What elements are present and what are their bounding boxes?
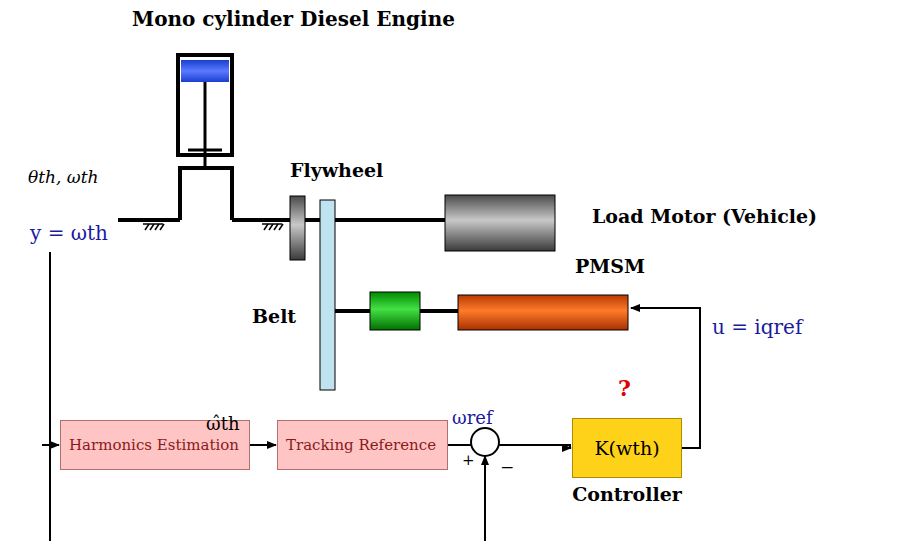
text-label: − [500, 458, 514, 478]
text-label: PMSM [575, 256, 645, 278]
diagram-title: Mono cylinder Diesel Engine [132, 8, 455, 31]
text-label: Flywheel [290, 160, 383, 182]
signal-arrow [448, 445, 571, 448]
load-motor [445, 195, 555, 251]
text-label: Belt [252, 306, 296, 328]
engine-cylinder [178, 55, 232, 155]
controller-box: K(wth)Controller [572, 418, 682, 478]
signal-label: ωref [452, 408, 493, 429]
text-label: θth, ωth [28, 168, 98, 188]
box-text: K(wth) [581, 437, 673, 460]
crankshaft [118, 150, 445, 220]
coupling [370, 292, 420, 330]
text-label: y = ωth [30, 222, 108, 245]
text-label: u = iqref [712, 316, 802, 339]
signal-arrow [250, 444, 276, 446]
belt [320, 200, 335, 390]
bearing [143, 224, 283, 230]
signal-label: ω̂th [206, 414, 240, 435]
text-label: ? [618, 376, 631, 401]
text-label: Load Motor (Vehicle) [592, 206, 817, 228]
process-box: Tracking Reference [277, 420, 448, 470]
box-heading: Controller [572, 483, 682, 506]
box-text: Harmonics Estimation [69, 436, 241, 454]
signal-wire [42, 252, 700, 541]
flywheel [290, 196, 305, 260]
pmsm-motor [458, 295, 628, 330]
summing-junction [471, 428, 499, 456]
text-label: + [462, 452, 475, 469]
box-text: Tracking Reference [286, 436, 439, 454]
